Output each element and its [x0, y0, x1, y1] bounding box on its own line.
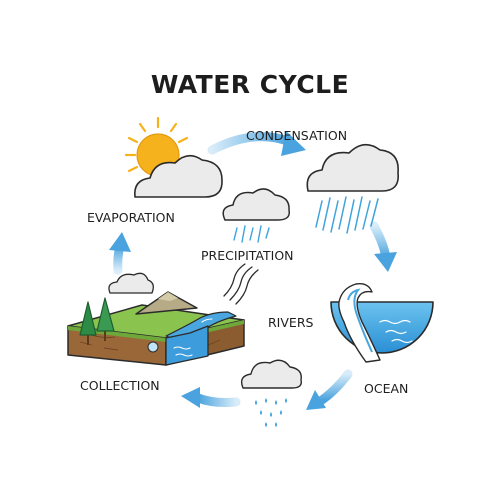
evaporation-cloud-icon	[108, 272, 154, 294]
label-collection: COLLECTION	[80, 378, 160, 393]
arrow-rain-to-ocean	[369, 221, 397, 272]
label-evaporation: EVAPORATION	[87, 210, 175, 225]
label-condensation: CONDENSATION	[246, 128, 348, 143]
label-ocean: OCEAN	[364, 381, 409, 396]
sun-cloud-icon	[133, 154, 223, 198]
arrow-ocean-to-collection-right	[306, 369, 353, 410]
river-icon	[165, 311, 237, 366]
arrow-ocean-to-collection-left	[181, 387, 241, 408]
collection-rain-cloud-icon	[240, 359, 302, 427]
mountain-icon	[135, 291, 198, 315]
ocean-icon	[330, 282, 434, 363]
tree-icon	[79, 301, 97, 345]
tree-icon	[96, 297, 115, 341]
precipitation-cloud-icon	[222, 188, 291, 243]
rain-cloud-icon	[306, 143, 399, 234]
vapor-lines	[223, 263, 259, 305]
diagram-title: WATER CYCLE	[150, 70, 350, 99]
label-precipitation: PRECIPITATION	[201, 248, 294, 263]
label-rivers: RIVERS	[268, 315, 314, 330]
arrow-collection-to-evaporation	[109, 232, 131, 275]
arrow-sun-to-condensation	[207, 131, 306, 156]
